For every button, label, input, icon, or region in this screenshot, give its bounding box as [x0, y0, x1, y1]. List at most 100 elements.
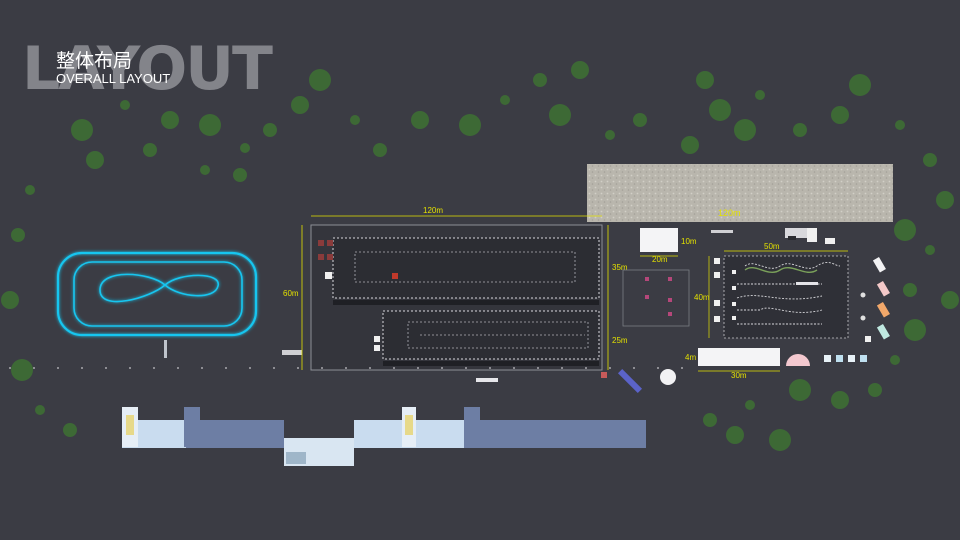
tree [925, 245, 935, 255]
annex-width-label: 30m [731, 371, 747, 380]
tree [240, 143, 250, 153]
tree [745, 400, 755, 410]
tree [71, 119, 93, 141]
header-watermark-word: LAYOUT [22, 34, 273, 104]
entrance-canopy [617, 368, 643, 394]
tree [11, 228, 25, 242]
main-test-track [282, 224, 603, 382]
tree [143, 143, 157, 157]
parked-vehicles [865, 256, 890, 342]
tree [895, 120, 905, 130]
light-dot [297, 367, 299, 369]
page-header: LAYOUT 整体布局 OVERALL LAYOUT [22, 34, 382, 104]
perimeter-lights [9, 367, 683, 369]
tree [533, 73, 547, 87]
tree [890, 355, 900, 365]
tree [500, 95, 510, 105]
tree [263, 123, 277, 137]
tree [904, 319, 926, 341]
box-height-label: 10m [681, 237, 697, 246]
small-building [640, 228, 678, 252]
tree [120, 100, 130, 110]
light-dot [105, 367, 107, 369]
track-height-label: 60m [283, 289, 299, 298]
tree [849, 74, 871, 96]
tree [831, 391, 849, 409]
light-dot [537, 367, 539, 369]
course-width-label: 50m [764, 242, 780, 251]
tree [35, 405, 45, 415]
annex-building [698, 348, 780, 366]
light-dot [129, 367, 131, 369]
blue-kiosks [824, 355, 867, 362]
light-dot [249, 367, 251, 369]
tree [894, 219, 916, 241]
light-dot [633, 367, 635, 369]
light-dot [81, 367, 83, 369]
light-dot [513, 367, 515, 369]
light-dot [201, 367, 203, 369]
tree [549, 104, 571, 126]
page-title-en: OVERALL LAYOUT [56, 71, 171, 86]
light-dot [9, 367, 11, 369]
tree [903, 283, 917, 297]
tree [941, 291, 959, 309]
light-dot [153, 367, 155, 369]
box-width-label: 20m [652, 255, 668, 264]
light-dot [393, 367, 395, 369]
tree [11, 359, 33, 381]
light-dot [369, 367, 371, 369]
neon-track-post [164, 340, 167, 358]
gate-marker [601, 372, 607, 378]
tree [681, 136, 699, 154]
tree [831, 106, 849, 124]
tree [199, 114, 221, 136]
round-pavilion [660, 369, 676, 385]
tree [571, 61, 589, 79]
page-title-cn: 整体布局 [56, 50, 133, 72]
light-dot [585, 367, 587, 369]
upper-right-structures [711, 228, 835, 244]
light-dot [609, 367, 611, 369]
light-dot [57, 367, 59, 369]
light-dot [465, 367, 467, 369]
annex-height-label: 4m [685, 353, 696, 362]
light-dot [321, 367, 323, 369]
tree [703, 413, 717, 427]
light-dot [489, 367, 491, 369]
tree [793, 123, 807, 137]
track-width-label: 120m [423, 206, 443, 215]
inspection-area [622, 269, 690, 327]
tree [459, 114, 481, 136]
tree [1, 291, 19, 309]
tree [350, 115, 360, 125]
tree [233, 168, 247, 182]
tree [789, 379, 811, 401]
right-upper-label: 35m [612, 263, 628, 272]
tree [633, 113, 647, 127]
gravel-area [587, 164, 893, 222]
light-dot [561, 367, 563, 369]
tree [868, 383, 882, 397]
gravel-dimension-label: 120m [718, 208, 741, 218]
light-dot [657, 367, 659, 369]
tree [161, 111, 179, 129]
light-dot [273, 367, 275, 369]
light-dot [417, 367, 419, 369]
course-height-label: 40m [694, 293, 710, 302]
inspection-markers [645, 277, 672, 316]
tree [936, 191, 954, 209]
tree [769, 429, 791, 451]
tree [200, 165, 210, 175]
main-building-strip [122, 407, 646, 466]
tree [86, 151, 104, 169]
tree [411, 111, 429, 129]
light-dot [33, 367, 35, 369]
neon-loop-track [56, 251, 258, 337]
tree [923, 153, 937, 167]
tree [291, 96, 309, 114]
tree [605, 130, 615, 140]
skills-course [714, 255, 866, 339]
tree [25, 185, 35, 195]
